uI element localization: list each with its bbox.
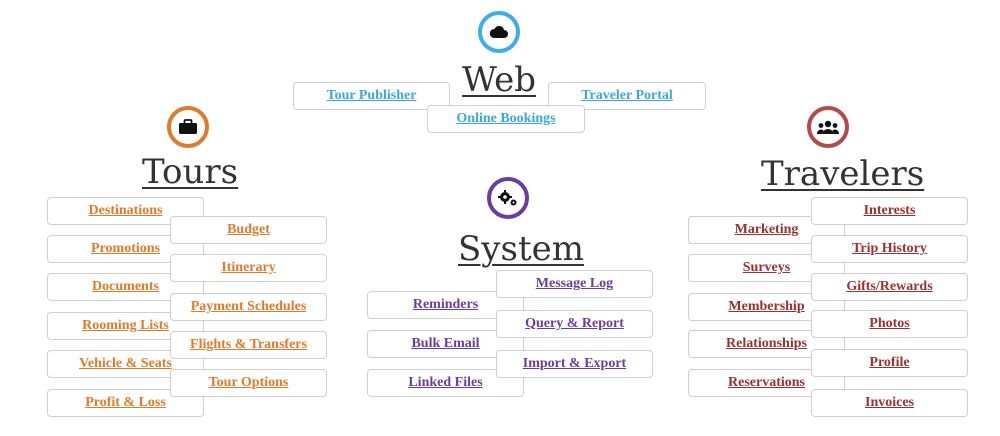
- bulk-email-label[interactable]: Bulk Email: [411, 336, 480, 351]
- online-bookings-label[interactable]: Online Bookings: [456, 111, 556, 126]
- travelers-title: Travelers: [761, 154, 925, 194]
- marketing-link[interactable]: Marketing: [688, 216, 845, 244]
- import-export-link[interactable]: Import & Export: [496, 350, 653, 378]
- gears-icon: [487, 177, 529, 219]
- tour-options-link[interactable]: Tour Options: [170, 369, 327, 397]
- import-export-label[interactable]: Import & Export: [522, 356, 627, 371]
- relationships-label[interactable]: Relationships: [726, 336, 807, 351]
- tours-title: Tours: [142, 152, 239, 192]
- traveler-portal-label[interactable]: Traveler Portal: [581, 88, 673, 103]
- profit-loss-label[interactable]: Profit & Loss: [85, 395, 166, 410]
- budget-link[interactable]: Budget: [170, 216, 327, 244]
- membership-label[interactable]: Membership: [728, 299, 805, 314]
- itinerary-label[interactable]: Itinerary: [221, 260, 276, 275]
- interests-link[interactable]: Interests: [811, 197, 968, 225]
- invoices-label[interactable]: Invoices: [865, 395, 914, 410]
- tour-publisher-link[interactable]: Tour Publisher: [293, 82, 450, 110]
- destinations-label[interactable]: Destinations: [88, 203, 163, 218]
- promotions-label[interactable]: Promotions: [91, 241, 160, 256]
- briefcase-icon: [167, 106, 209, 148]
- surveys-label[interactable]: Surveys: [742, 260, 791, 275]
- web-title: Web: [462, 60, 537, 100]
- payment-schedules-link[interactable]: Payment Schedules: [170, 293, 327, 321]
- trip-history-link[interactable]: Trip History: [811, 235, 968, 263]
- tour-publisher-label[interactable]: Tour Publisher: [326, 88, 417, 103]
- bulk-email-link[interactable]: Bulk Email: [367, 330, 524, 358]
- online-bookings-link[interactable]: Online Bookings: [427, 105, 585, 133]
- vehicle-seats-label[interactable]: Vehicle & Seats: [79, 356, 172, 371]
- profile-label[interactable]: Profile: [869, 355, 910, 370]
- documents-label[interactable]: Documents: [92, 279, 159, 294]
- profile-link[interactable]: Profile: [811, 349, 968, 377]
- budget-label[interactable]: Budget: [227, 222, 270, 237]
- photos-link[interactable]: Photos: [811, 310, 968, 338]
- gifts-rewards-link[interactable]: Gifts/Rewards: [811, 273, 968, 301]
- cloud-icon: [478, 11, 520, 53]
- itinerary-link[interactable]: Itinerary: [170, 254, 327, 282]
- query-report-link[interactable]: Query & Report: [496, 310, 653, 338]
- query-report-label[interactable]: Query & Report: [525, 316, 624, 331]
- gifts-rewards-label[interactable]: Gifts/Rewards: [846, 279, 933, 294]
- reservations-label[interactable]: Reservations: [728, 375, 805, 390]
- users-icon: [807, 106, 849, 148]
- destinations-link[interactable]: Destinations: [47, 197, 204, 225]
- flights-transfers-label[interactable]: Flights & Transfers: [190, 337, 307, 352]
- reminders-label[interactable]: Reminders: [412, 297, 479, 312]
- tour-options-label[interactable]: Tour Options: [208, 375, 289, 390]
- interests-label[interactable]: Interests: [863, 203, 916, 218]
- linked-files-label[interactable]: Linked Files: [408, 375, 483, 390]
- trip-history-label[interactable]: Trip History: [852, 241, 927, 256]
- system-title: System: [458, 229, 584, 269]
- invoices-link[interactable]: Invoices: [811, 389, 968, 417]
- message-log-link[interactable]: Message Log: [496, 270, 653, 298]
- payment-schedules-label[interactable]: Payment Schedules: [190, 299, 307, 314]
- marketing-label[interactable]: Marketing: [734, 222, 799, 237]
- rooming-lists-label[interactable]: Rooming Lists: [82, 318, 169, 333]
- flights-transfers-link[interactable]: Flights & Transfers: [170, 331, 327, 359]
- message-log-label[interactable]: Message Log: [535, 276, 614, 291]
- photos-label[interactable]: Photos: [869, 316, 910, 331]
